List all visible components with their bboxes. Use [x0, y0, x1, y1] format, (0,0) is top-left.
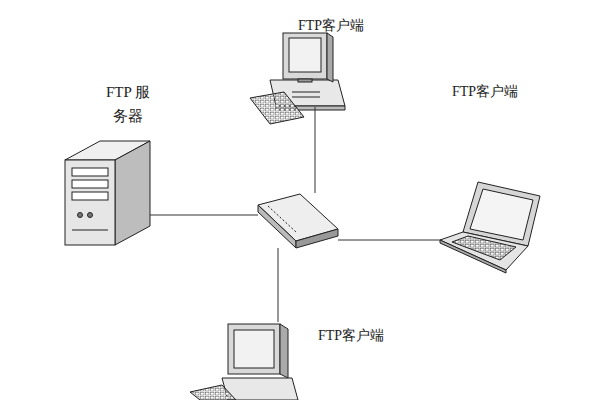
network-cable: [315, 107, 316, 193]
network-switch: [258, 194, 338, 248]
device-label: FTP客户端: [298, 16, 364, 36]
network-cable: [150, 215, 258, 216]
laptop-computer: [440, 182, 540, 273]
switch-node: [258, 193, 338, 248]
desktop-computer: [250, 33, 345, 124]
device-node: FTP客户端: [440, 180, 540, 272]
device-label: FTP客户端: [318, 326, 384, 346]
desktop-computer: [190, 324, 298, 400]
device-label: FTP客户端: [452, 82, 518, 102]
device-node: FTP 服务器: [62, 140, 150, 245]
device-label: FTP 服务器: [102, 80, 154, 128]
server-tower: [65, 141, 150, 245]
network-cable: [338, 240, 440, 241]
device-node: FTP客户端: [215, 322, 300, 400]
device-node: FTP客户端: [268, 33, 345, 107]
network-cable: [278, 248, 279, 322]
